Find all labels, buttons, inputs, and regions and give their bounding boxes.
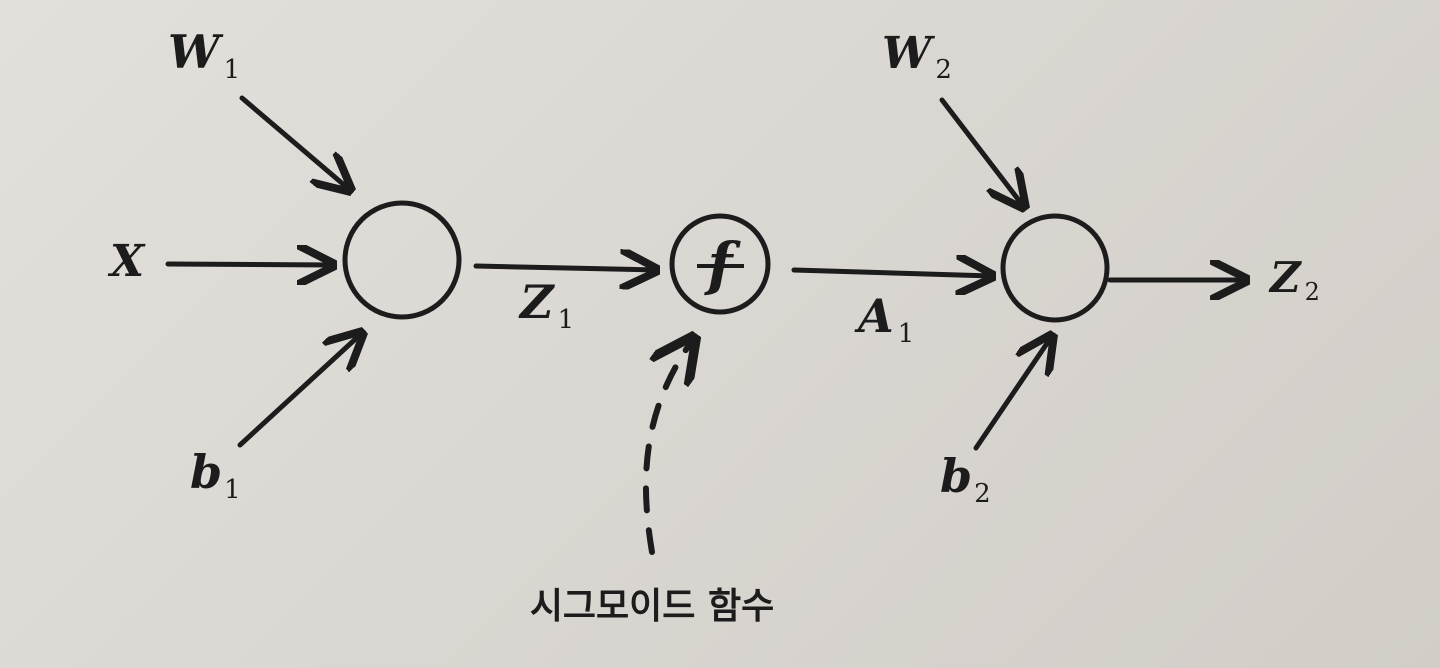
arrow-b1-to-neuron-1 <box>237 333 362 448</box>
neuron-2-node <box>1000 213 1110 323</box>
bias-2-label: b2 <box>940 449 991 509</box>
arrow-b2-to-neuron-2 <box>973 336 1052 451</box>
bias-2-letter: b <box>940 449 972 503</box>
arrow-w1-to-neuron-1 <box>239 95 350 190</box>
bias-1-letter: b <box>190 445 222 499</box>
z2-subscript: 2 <box>1305 278 1320 306</box>
weight-1-letter: W <box>168 25 224 79</box>
sigmoid-node <box>669 213 771 315</box>
neuron-1-node <box>342 200 462 320</box>
z1-subscript: 1 <box>558 305 575 335</box>
sigmoid-caption: 시그모이드 함수 <box>530 586 774 627</box>
a1-subscript: 1 <box>898 319 915 349</box>
a1-letter: A <box>854 289 894 343</box>
bias-1-label: b1 <box>190 445 241 505</box>
weight-2-subscript: 2 <box>935 55 952 85</box>
bias-1-subscript: 1 <box>224 475 241 505</box>
input-letter: X <box>107 236 146 287</box>
arrow-sigmoid-to-neuron-2 <box>791 270 992 276</box>
weight-1-subscript: 1 <box>224 55 241 85</box>
z2-letter: Z <box>1268 253 1302 302</box>
arrow-neuron-1-to-sigmoid <box>473 266 656 270</box>
z1-letter: Z <box>518 275 555 329</box>
weight-2-letter: W <box>882 28 936 79</box>
arrow-x-to-neuron-1 <box>165 264 333 265</box>
input-label-x: X <box>107 236 146 287</box>
bias-2-subscript: 2 <box>974 479 991 509</box>
dashed-arrow-caption-to-sigmoid <box>642 338 694 555</box>
arrow-w2-to-neuron-2 <box>939 97 1024 207</box>
